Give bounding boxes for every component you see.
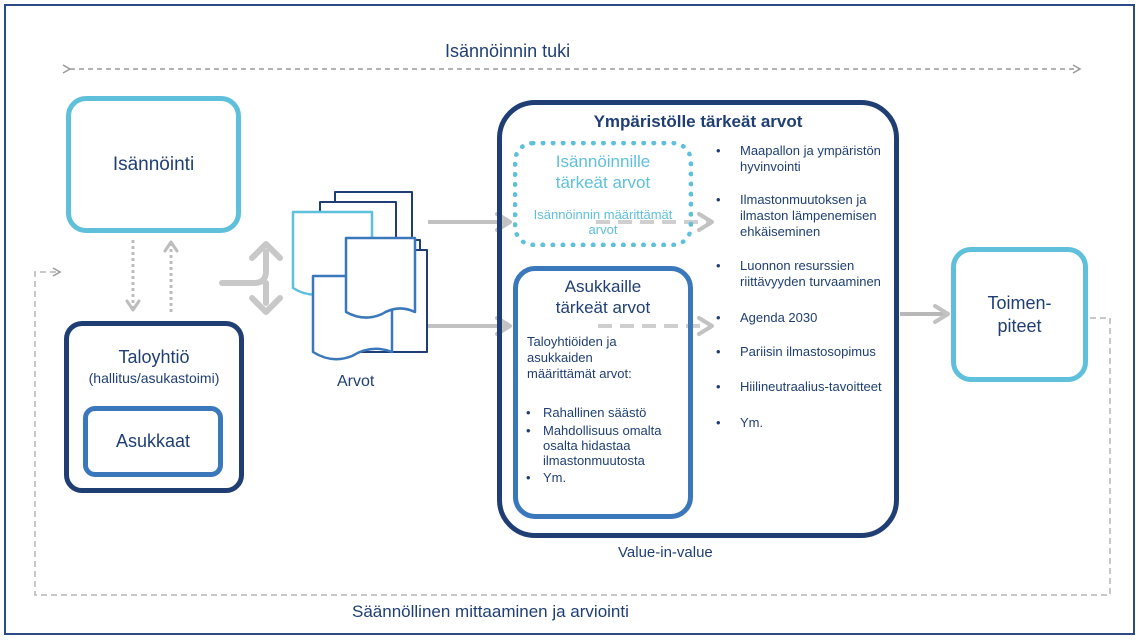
diagram-frame: [4, 4, 1135, 635]
ymparisto-title: Ympäristölle tärkeät arvot: [593, 112, 803, 131]
ymparisto-item: Ilmastonmuutoksen ja ilmaston lämpenemis…: [712, 192, 892, 240]
asukkaille-item: Mahdollisuus omalta osalta hidastaa ilma…: [522, 423, 690, 468]
support-label: Isännöinnin tuki: [445, 41, 571, 61]
asukkaille-item: Rahallinen säästö: [522, 405, 690, 420]
asukkaat-label: Asukkaat: [115, 431, 191, 451]
isannoinnille-box: Isännöinnille tärkeät arvot Isännöinnin …: [513, 141, 693, 247]
toimenpiteet-label: Toimen-piteet: [987, 292, 1052, 336]
taloyhtio-title: Taloyhtiö: [118, 347, 190, 367]
taloyhtio-box: Taloyhtiö (hallitus/asukastoimi) Asukkaa…: [64, 321, 244, 493]
asukkaille-intro: Taloyhtiöiden ja asukkaiden määrittämät …: [527, 334, 632, 381]
branch-arrow: [219, 249, 269, 306]
ymparisto-item: Pariisin ilmastosopimus: [712, 344, 892, 360]
isannoinnille-subtitle: Isännöinnin määrittämät arvot: [533, 207, 673, 237]
ymparisto-list: Maapallon ja ympäristön hyvinvointi Ilma…: [712, 143, 892, 431]
ymparisto-box: Ympäristölle tärkeät arvot Maapallon ja …: [497, 100, 899, 538]
asukkaille-title: Asukkaille tärkeät arvot: [555, 277, 651, 317]
feedback-loop-line: [34, 267, 1111, 596]
asukkaat-box: Asukkaat: [83, 406, 223, 477]
ymparisto-item: Maapallon ja ympäristön hyvinvointi: [712, 143, 892, 175]
isannointi-box: Isännöinti: [66, 96, 241, 233]
ymparisto-item: Ym.: [712, 415, 892, 431]
asukkaille-box: Asukkaille tärkeät arvot Taloyhtiöiden j…: [513, 266, 693, 519]
feedback-label: Säännöllinen mittaaminen ja arviointi: [352, 602, 629, 621]
asukkaille-item: Ym.: [522, 470, 690, 485]
documents-icon: [291, 191, 428, 361]
ymparisto-item: Luonnon resurssien riittävyyden turvaami…: [712, 258, 892, 290]
ymparisto-item: Hiilineutraalius-tavoitteet: [712, 379, 892, 395]
value-in-value-label: Value-in-value: [618, 544, 713, 561]
toimenpiteet-box: Toimen-piteet: [951, 247, 1088, 382]
arvot-label: Arvot: [337, 373, 375, 390]
ymparisto-item: Agenda 2030: [712, 310, 892, 326]
asukkaille-list: Rahallinen säästö Mahdollisuus omalta os…: [522, 405, 690, 485]
isannoinnille-title: Isännöinnille tärkeät arvot: [555, 152, 651, 192]
taloyhtio-subtitle: (hallitus/asukastoimi): [88, 370, 220, 386]
isannointi-label: Isännöinti: [112, 153, 195, 175]
